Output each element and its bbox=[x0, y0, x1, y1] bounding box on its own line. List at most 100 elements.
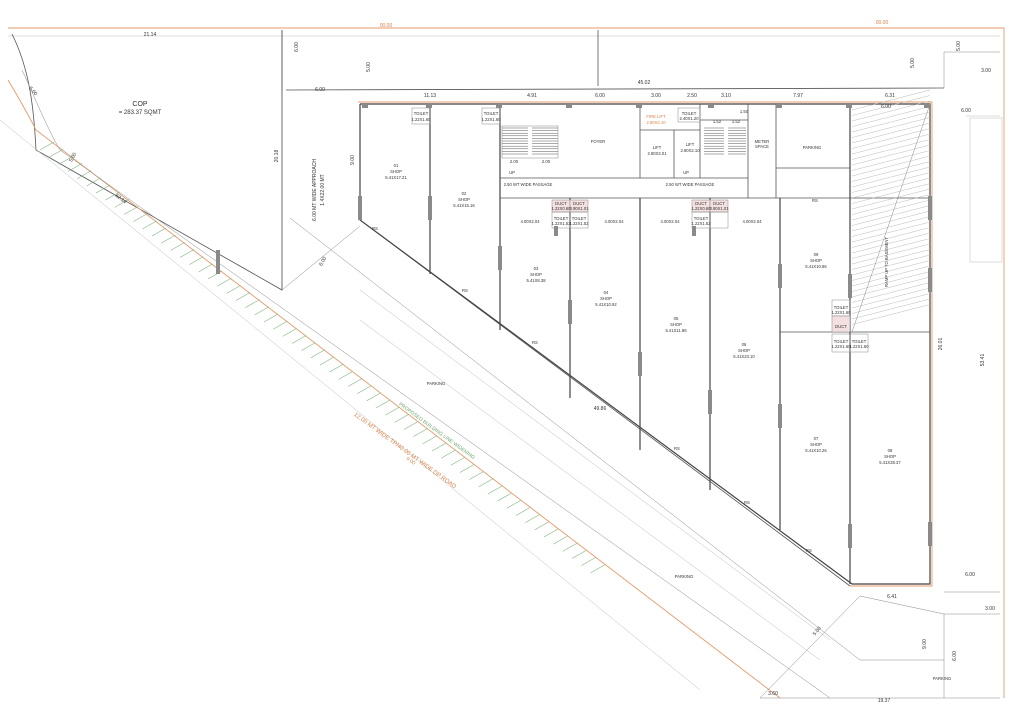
column bbox=[216, 250, 220, 274]
shop-08-id: 08 bbox=[888, 448, 893, 453]
hatch-line bbox=[254, 306, 269, 316]
column bbox=[428, 196, 432, 220]
ramp-line bbox=[851, 282, 931, 303]
fire-lift-size: 2.80X2.10 bbox=[646, 120, 666, 125]
hatch-line bbox=[310, 349, 325, 359]
shop-02-id: 02 bbox=[462, 191, 467, 196]
hatch-line bbox=[450, 457, 465, 466]
foyer-label: FOYER bbox=[591, 139, 605, 144]
parking-mid: PARKING bbox=[427, 381, 446, 386]
hatch-line bbox=[151, 227, 167, 237]
ramp-line bbox=[851, 249, 931, 270]
toilet-8: TOILET bbox=[834, 339, 849, 344]
structural-columns bbox=[216, 104, 932, 548]
staircase-right bbox=[704, 127, 746, 155]
hatch-line bbox=[534, 521, 549, 531]
column bbox=[776, 104, 782, 108]
hatch-line bbox=[581, 557, 596, 566]
ramp-line bbox=[851, 150, 931, 171]
road-label: 12.00 MT WIDE TP/40.00 MT WIDE DP ROAD bbox=[352, 412, 457, 491]
duct-1-size: 1.22X0.60 bbox=[551, 206, 571, 211]
duct-2: DUCT bbox=[573, 201, 585, 206]
ramp-line bbox=[851, 221, 931, 243]
column bbox=[638, 352, 642, 376]
hatch-line bbox=[319, 356, 335, 366]
dim-top-corner: 5.00 bbox=[27, 86, 38, 97]
hatch-line bbox=[282, 328, 297, 337]
shop-03-label: SHOP bbox=[530, 272, 542, 277]
hatch-line bbox=[86, 177, 101, 187]
toilet-9: TOILET bbox=[852, 339, 867, 344]
passage-right: 2.50 WT WIDE PASSAGE bbox=[666, 182, 715, 187]
shop-01-label: SHOP bbox=[390, 169, 402, 174]
shop-05-size: 5.41X11.86 bbox=[665, 328, 687, 333]
dim-small-v4: 5.00 bbox=[956, 41, 962, 51]
ramp-diagonal bbox=[851, 103, 931, 333]
dim-bottom: 19.37 bbox=[878, 698, 891, 704]
dim-right-b: 3.00 bbox=[981, 68, 991, 74]
toilet-5-size: 1.22X1.52 bbox=[569, 221, 589, 226]
ramp-line bbox=[851, 210, 931, 232]
column bbox=[358, 196, 362, 220]
dim-diag-s: 5.00 bbox=[812, 626, 823, 637]
column bbox=[846, 104, 852, 108]
ramp-line bbox=[851, 177, 931, 199]
ramp-line bbox=[851, 304, 931, 325]
shop-03-id: 03 bbox=[534, 266, 539, 271]
hatch-line bbox=[77, 170, 92, 179]
toilet-2: TOILET bbox=[484, 111, 499, 116]
hatch-line bbox=[161, 234, 176, 244]
dim-lower-b: 3.00 bbox=[985, 606, 995, 612]
small-dim-b: 1.52 bbox=[713, 119, 722, 124]
ramp-line bbox=[851, 254, 931, 276]
ramp-line bbox=[851, 100, 931, 122]
ramp-line bbox=[851, 276, 931, 298]
column bbox=[426, 104, 432, 108]
shop-01-id: 01 bbox=[394, 163, 399, 168]
shop-08-size: 5.41X28.37 bbox=[879, 460, 901, 465]
ramp-line bbox=[851, 260, 931, 281]
stair-box bbox=[501, 125, 559, 159]
hatch-line bbox=[329, 363, 344, 373]
duct-1: DUCT bbox=[555, 201, 567, 206]
shop-06-id: 06 bbox=[742, 342, 747, 347]
hatch-line bbox=[105, 191, 120, 201]
shop-04-size: 5.41X10.92 bbox=[595, 302, 617, 307]
hatch-line bbox=[553, 535, 568, 545]
toilet-6-size: 1.22X1.52 bbox=[691, 221, 711, 226]
shop-09-size: 5.41X10.86 bbox=[805, 264, 827, 269]
ramp-line bbox=[851, 139, 931, 160]
toilet-1: TOILET bbox=[414, 111, 429, 116]
shop-03-size: 5.41X8.38 bbox=[526, 278, 546, 283]
column bbox=[566, 104, 572, 108]
dim-diag-len: 49.86 bbox=[594, 406, 607, 412]
hatch-line bbox=[273, 320, 288, 330]
approach-size: 1.4X22.00 MT bbox=[320, 174, 326, 205]
dim-small-v2: 5.00 bbox=[366, 62, 372, 72]
hatch-line bbox=[562, 543, 577, 552]
toilet-3-size: 2.40X1.20 bbox=[679, 116, 699, 121]
ramp-hatch bbox=[851, 89, 931, 333]
up-label-1: UP bbox=[509, 170, 515, 175]
hatch-line bbox=[459, 464, 475, 473]
shop-front-1: 4.00X2.04 bbox=[520, 219, 540, 224]
rs-label-2: RS bbox=[462, 288, 468, 293]
column bbox=[362, 104, 368, 108]
shop-07-label: SHOP bbox=[810, 442, 822, 447]
ramp-line bbox=[851, 144, 931, 166]
ramp-line bbox=[851, 287, 931, 309]
ramp-line bbox=[851, 172, 931, 193]
dim-h1: 6.00 bbox=[315, 87, 325, 93]
ramp-line bbox=[851, 117, 931, 138]
duct-4: DUCT bbox=[713, 201, 725, 206]
dim-corner: 3.60 bbox=[768, 691, 778, 697]
hatch-line bbox=[39, 141, 55, 151]
dim-bot-small: 6.00 bbox=[952, 651, 958, 661]
hatch-line bbox=[95, 184, 111, 194]
hatch-line bbox=[49, 148, 64, 158]
fire-lift-label: FIRE LIFT bbox=[646, 114, 666, 119]
ramp-line bbox=[851, 161, 931, 182]
shop-front-3: 4.00X2.04 bbox=[660, 219, 680, 224]
duct-5: DUCT bbox=[835, 324, 847, 329]
ramp-line bbox=[851, 271, 931, 292]
